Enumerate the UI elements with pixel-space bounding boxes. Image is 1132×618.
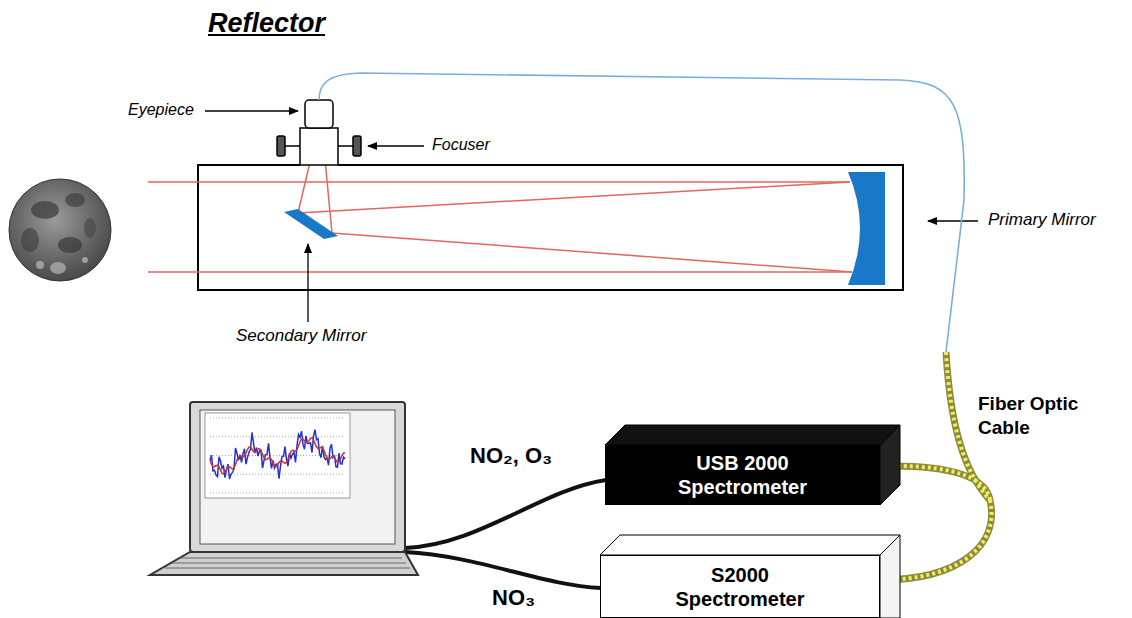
cable-label: Fiber Optic Cable [978, 392, 1090, 440]
focuser [277, 128, 361, 165]
leader-arrows [205, 111, 978, 322]
grid-line [210, 436, 345, 437]
screen-graph [210, 418, 345, 493]
secondary-mirror [284, 209, 338, 239]
part-label: Eyepiece [128, 101, 194, 119]
title: Reflector [208, 8, 325, 39]
signal-label: NO₂, O₃ [470, 443, 552, 469]
fiber-optic [319, 73, 964, 352]
box-label: USB 2000 Spectrometer [668, 451, 818, 499]
part-label: Focuser [432, 136, 490, 154]
spectrometer-box: USB 2000 Spectrometer [605, 445, 880, 505]
light-rays [148, 128, 852, 272]
spectrometer-top [605, 425, 900, 445]
laptop [150, 402, 418, 575]
grid-line [210, 418, 345, 419]
eyepiece [305, 100, 333, 128]
fit-trace [210, 438, 345, 474]
spectrometer-top [600, 535, 900, 555]
part-label: Secondary Mirror [236, 326, 366, 346]
moon [9, 179, 111, 281]
grid-line [210, 493, 345, 494]
grid-line [210, 455, 345, 456]
part-label: Primary Mirror [988, 210, 1096, 230]
data-trace [210, 430, 345, 479]
spectrometer-side [880, 425, 900, 505]
primary-mirror [848, 172, 885, 285]
box-label: S2000 Spectrometer [665, 563, 815, 611]
spectrometer-box: S2000 Spectrometer [600, 555, 880, 618]
signal-label: NO₃ [492, 585, 535, 611]
data-cables [405, 480, 606, 588]
spectrometer-side [880, 535, 900, 618]
